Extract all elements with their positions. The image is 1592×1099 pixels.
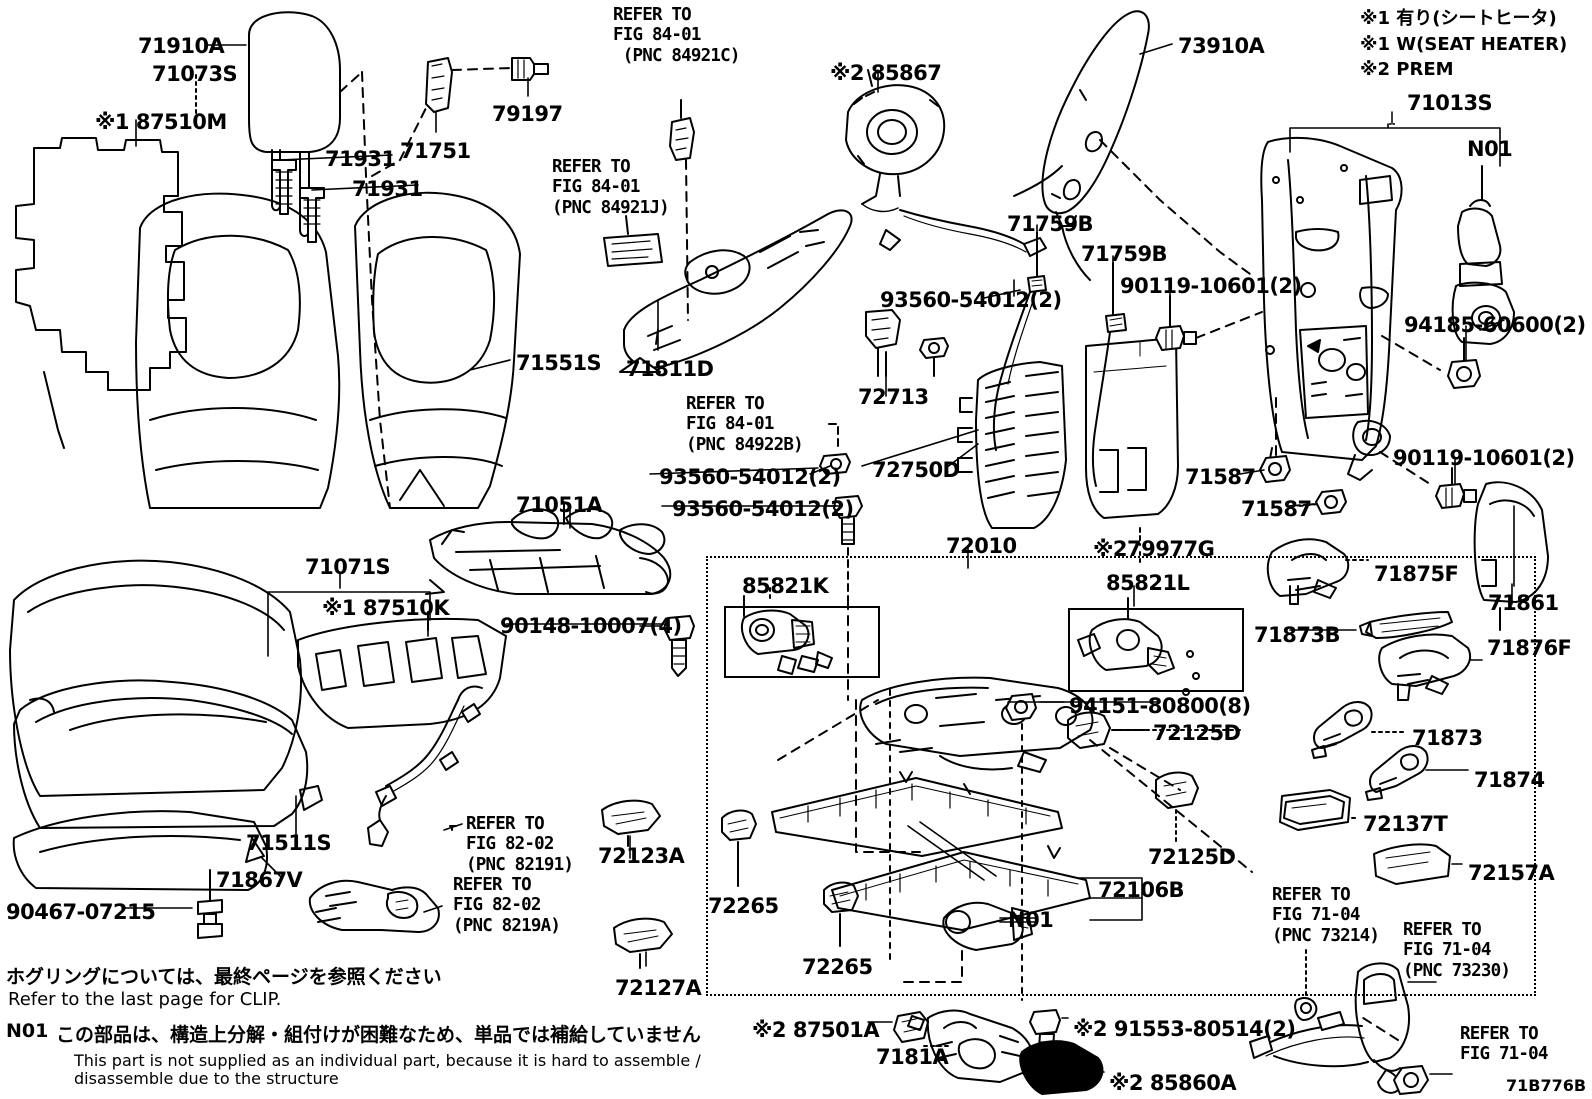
part-label-72265: 72265: [708, 894, 779, 918]
part-label-71551S: 71551S: [516, 351, 602, 375]
part-label-71931: 71931: [352, 177, 423, 201]
part-label-71910A: 71910A: [138, 34, 225, 58]
part-label-73910A: 73910A: [1178, 34, 1265, 58]
refer-to-block: REFER TO FIG 84-01 (PNC 84921C): [613, 5, 740, 66]
part-label-71873B: 71873B: [1254, 623, 1341, 647]
part-label-90119-106012: 90119-10601(2): [1120, 274, 1302, 298]
note-clip-jp: ホグリングについては、最終ページを参照ください: [6, 966, 442, 988]
part-label-279977G: ※279977G: [1093, 537, 1215, 561]
part-label-93560-540122: 93560-54012(2): [659, 465, 841, 489]
legend-line-2: ※1 W(SEAT HEATER): [1360, 33, 1568, 55]
part-label-71759B: 71759B: [1007, 212, 1094, 236]
part-label-94151-808008: 94151-80800(8): [1069, 694, 1251, 718]
part-label-90467-07215: 90467-07215: [6, 900, 156, 924]
note-n01-en: This part is not supplied as an individu…: [74, 1051, 701, 1089]
part-label-71587: 71587: [1185, 465, 1256, 489]
part-label-72750D: 72750D: [872, 458, 960, 482]
part-label-72123A: 72123A: [598, 844, 685, 868]
part-label-72125D: 72125D: [1148, 845, 1236, 869]
part-label-72157A: 72157A: [1468, 861, 1555, 885]
legend-block: ※1 有り(シートヒータ) ※1 W(SEAT HEATER) ※2 PREM: [1360, 6, 1567, 83]
part-label-72125D: 72125D: [1153, 721, 1241, 745]
part-label-90148-100074: 90148-10007(4): [500, 614, 682, 638]
part-label-85821L: 85821L: [1106, 571, 1190, 595]
figure-id: 71B776B: [1506, 1076, 1587, 1095]
part-label-93560-540122: 93560-54012(2): [672, 497, 854, 521]
part-label-71931: 71931: [325, 147, 396, 171]
legend-line-3: ※2 PREM: [1360, 59, 1454, 81]
part-label-N01: N01: [1008, 908, 1054, 932]
part-label-79197: 79197: [492, 102, 563, 126]
part-label-72010: 72010: [946, 534, 1017, 558]
part-label-71876F: 71876F: [1487, 636, 1572, 660]
part-label-72106B: 72106B: [1098, 878, 1185, 902]
inset-box-85821K: [724, 606, 880, 678]
part-label-7181A: 7181A: [876, 1045, 949, 1069]
part-label-93560-540122: 93560-54012(2): [880, 288, 1062, 312]
part-label-71051A: 71051A: [516, 493, 603, 517]
part-label-71875F: 71875F: [1374, 562, 1459, 586]
part-label-285860A: ※2 85860A: [1109, 1071, 1237, 1095]
refer-to-block: REFER TO FIG 71-04 (PNC 73230): [1403, 920, 1511, 981]
part-label-72137T: 72137T: [1363, 812, 1448, 836]
part-label-90119-106012: 90119-10601(2): [1393, 446, 1575, 470]
part-label-285867: ※2 85867: [830, 61, 942, 85]
part-label-71587: 71587: [1241, 497, 1312, 521]
part-label-71073S: 71073S: [152, 62, 238, 86]
legend-line-1: ※1 有り(シートヒータ): [1360, 8, 1557, 29]
refer-to-block: REFER TO FIG 82-02 (PNC 8219A): [453, 875, 561, 936]
part-label-71874: 71874: [1474, 768, 1545, 792]
part-label-71867V: 71867V: [216, 868, 303, 892]
part-label-71861: 71861: [1488, 591, 1559, 615]
refer-to-block: REFER TO FIG 84-01 (PNC 84922B): [686, 394, 804, 455]
part-label-72265: 72265: [802, 955, 873, 979]
part-label-71511S: 71511S: [246, 831, 332, 855]
note-n01-tag: N01: [6, 1020, 49, 1042]
part-label-N01: N01: [1467, 137, 1513, 161]
note-n01-jp: この部品は、構造上分解・組付けが困難なため、単品では補給していません: [56, 1024, 701, 1046]
part-label-71811D: 71811D: [626, 357, 714, 381]
part-label-72127A: 72127A: [615, 976, 702, 1000]
part-label-71751: 71751: [400, 139, 471, 163]
part-label-291553-805142: ※2 91553-80514(2): [1073, 1017, 1296, 1041]
part-label-71873: 71873: [1412, 726, 1483, 750]
inset-box-85821L: [1068, 608, 1244, 692]
part-label-72713: 72713: [858, 385, 929, 409]
part-label-187510K: ※1 87510K: [322, 596, 450, 620]
assembly-box-72010: [706, 556, 1536, 996]
part-label-287501A: ※2 87501A: [752, 1018, 880, 1042]
part-label-187510M: ※1 87510M: [95, 110, 227, 134]
part-label-94185-606002: 94185-60600(2): [1404, 313, 1586, 337]
refer-to-block: REFER TO FIG 71-04: [1460, 1024, 1548, 1065]
refer-to-block: REFER TO FIG 82-02 (PNC 82191): [466, 814, 574, 875]
refer-to-block: REFER TO FIG 84-01 (PNC 84921J): [552, 157, 670, 218]
part-label-71013S: 71013S: [1407, 91, 1493, 115]
refer-to-block: REFER TO FIG 71-04 (PNC 73214): [1272, 885, 1380, 946]
part-label-71071S: 71071S: [305, 555, 391, 579]
part-label-85821K: 85821K: [742, 574, 829, 598]
note-clip-en: Refer to the last page for CLIP.: [8, 989, 282, 1010]
part-label-71759B: 71759B: [1081, 242, 1168, 266]
